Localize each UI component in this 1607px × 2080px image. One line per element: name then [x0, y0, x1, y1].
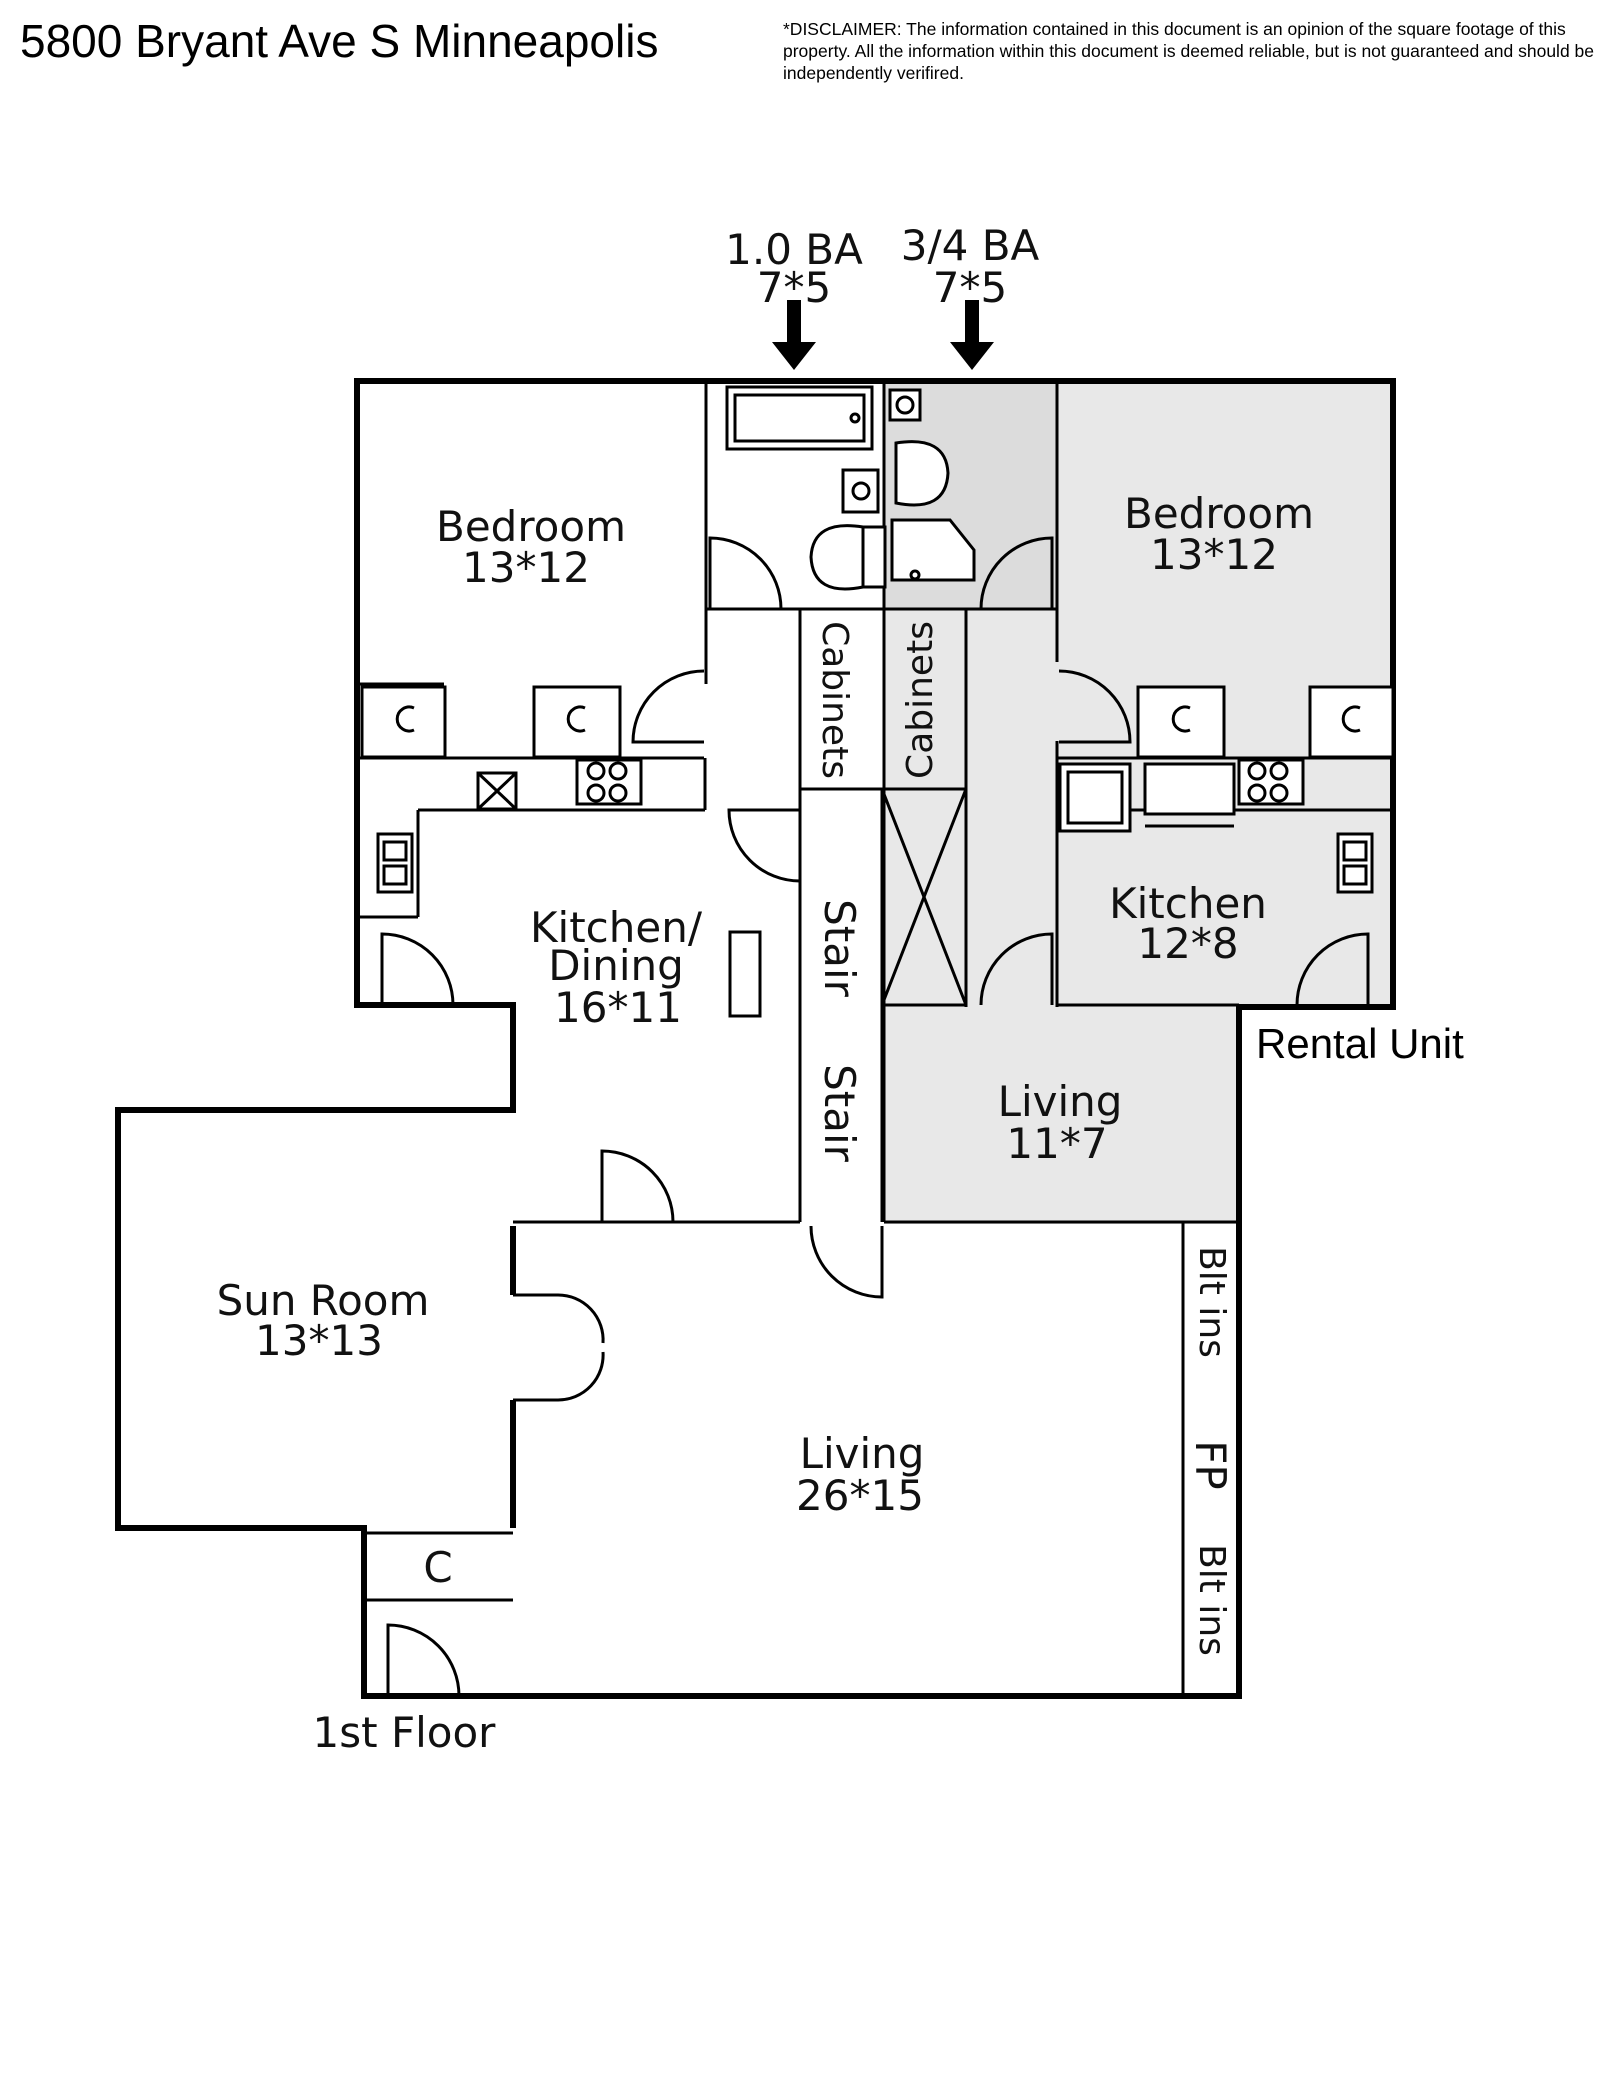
- fireplace-label: FP: [1186, 1440, 1235, 1490]
- sunroom-name: Sun Room: [217, 1276, 430, 1325]
- kitchen-right-size: 12*8: [1137, 919, 1238, 968]
- bath-arrows: [772, 300, 994, 370]
- stair-lower: Stair: [815, 1064, 864, 1163]
- built-ins-upper: Blt ins: [1191, 1246, 1232, 1358]
- kitchen-right-name: Kitchen: [1109, 879, 1267, 928]
- door-swings: [380, 536, 1370, 1697]
- living-main-name: Living: [800, 1429, 925, 1478]
- outer-walls: [115, 378, 1396, 1699]
- kitchen-dining-size: 16*11: [554, 983, 682, 1032]
- bath2-size: 7*5: [933, 263, 1007, 312]
- floor-label: 1st Floor: [313, 1708, 497, 1757]
- cabinets-right: Cabinets: [900, 621, 941, 779]
- kitchen-dining-line2: Dining: [548, 941, 684, 990]
- bath2-name: 3/4 BA: [901, 221, 1040, 270]
- bedroom-right-size: 13*12: [1150, 530, 1278, 579]
- kitchen-left-appliances: [355, 758, 762, 1018]
- cabinets-left: Cabinets: [814, 621, 855, 779]
- rental-unit-fill: [884, 381, 1391, 1224]
- bedroom-left-name: Bedroom: [436, 502, 626, 551]
- closet-label: C: [423, 1543, 452, 1592]
- bath-fixtures: [725, 385, 976, 591]
- closets: [360, 685, 1395, 759]
- living-main-size: 26*15: [796, 1471, 924, 1520]
- rental-unit-label: Rental Unit: [1256, 1020, 1464, 1067]
- closet-icons: [395, 705, 1361, 733]
- bath1-size: 7*5: [757, 263, 831, 312]
- kitchen-right-appliances: [1058, 758, 1374, 894]
- bath1-name: 1.0 BA: [725, 225, 863, 274]
- page-title: 5800 Bryant Ave S Minneapolis: [20, 15, 659, 67]
- bedroom-left-size: 13*12: [462, 543, 590, 592]
- living-small-name: Living: [998, 1077, 1123, 1126]
- stair-upper: Stair: [815, 899, 864, 998]
- bedroom-right-name: Bedroom: [1124, 489, 1314, 538]
- disclaimer-text: *DISCLAIMER: The information contained i…: [783, 19, 1594, 83]
- built-ins-lower: Blt ins: [1191, 1544, 1232, 1656]
- kitchen-dining-line1: Kitchen/: [530, 903, 703, 952]
- sunroom-size: 13*13: [255, 1316, 383, 1365]
- cabinets-stairs: [880, 787, 968, 1007]
- living-small-size: 11*7: [1006, 1119, 1107, 1168]
